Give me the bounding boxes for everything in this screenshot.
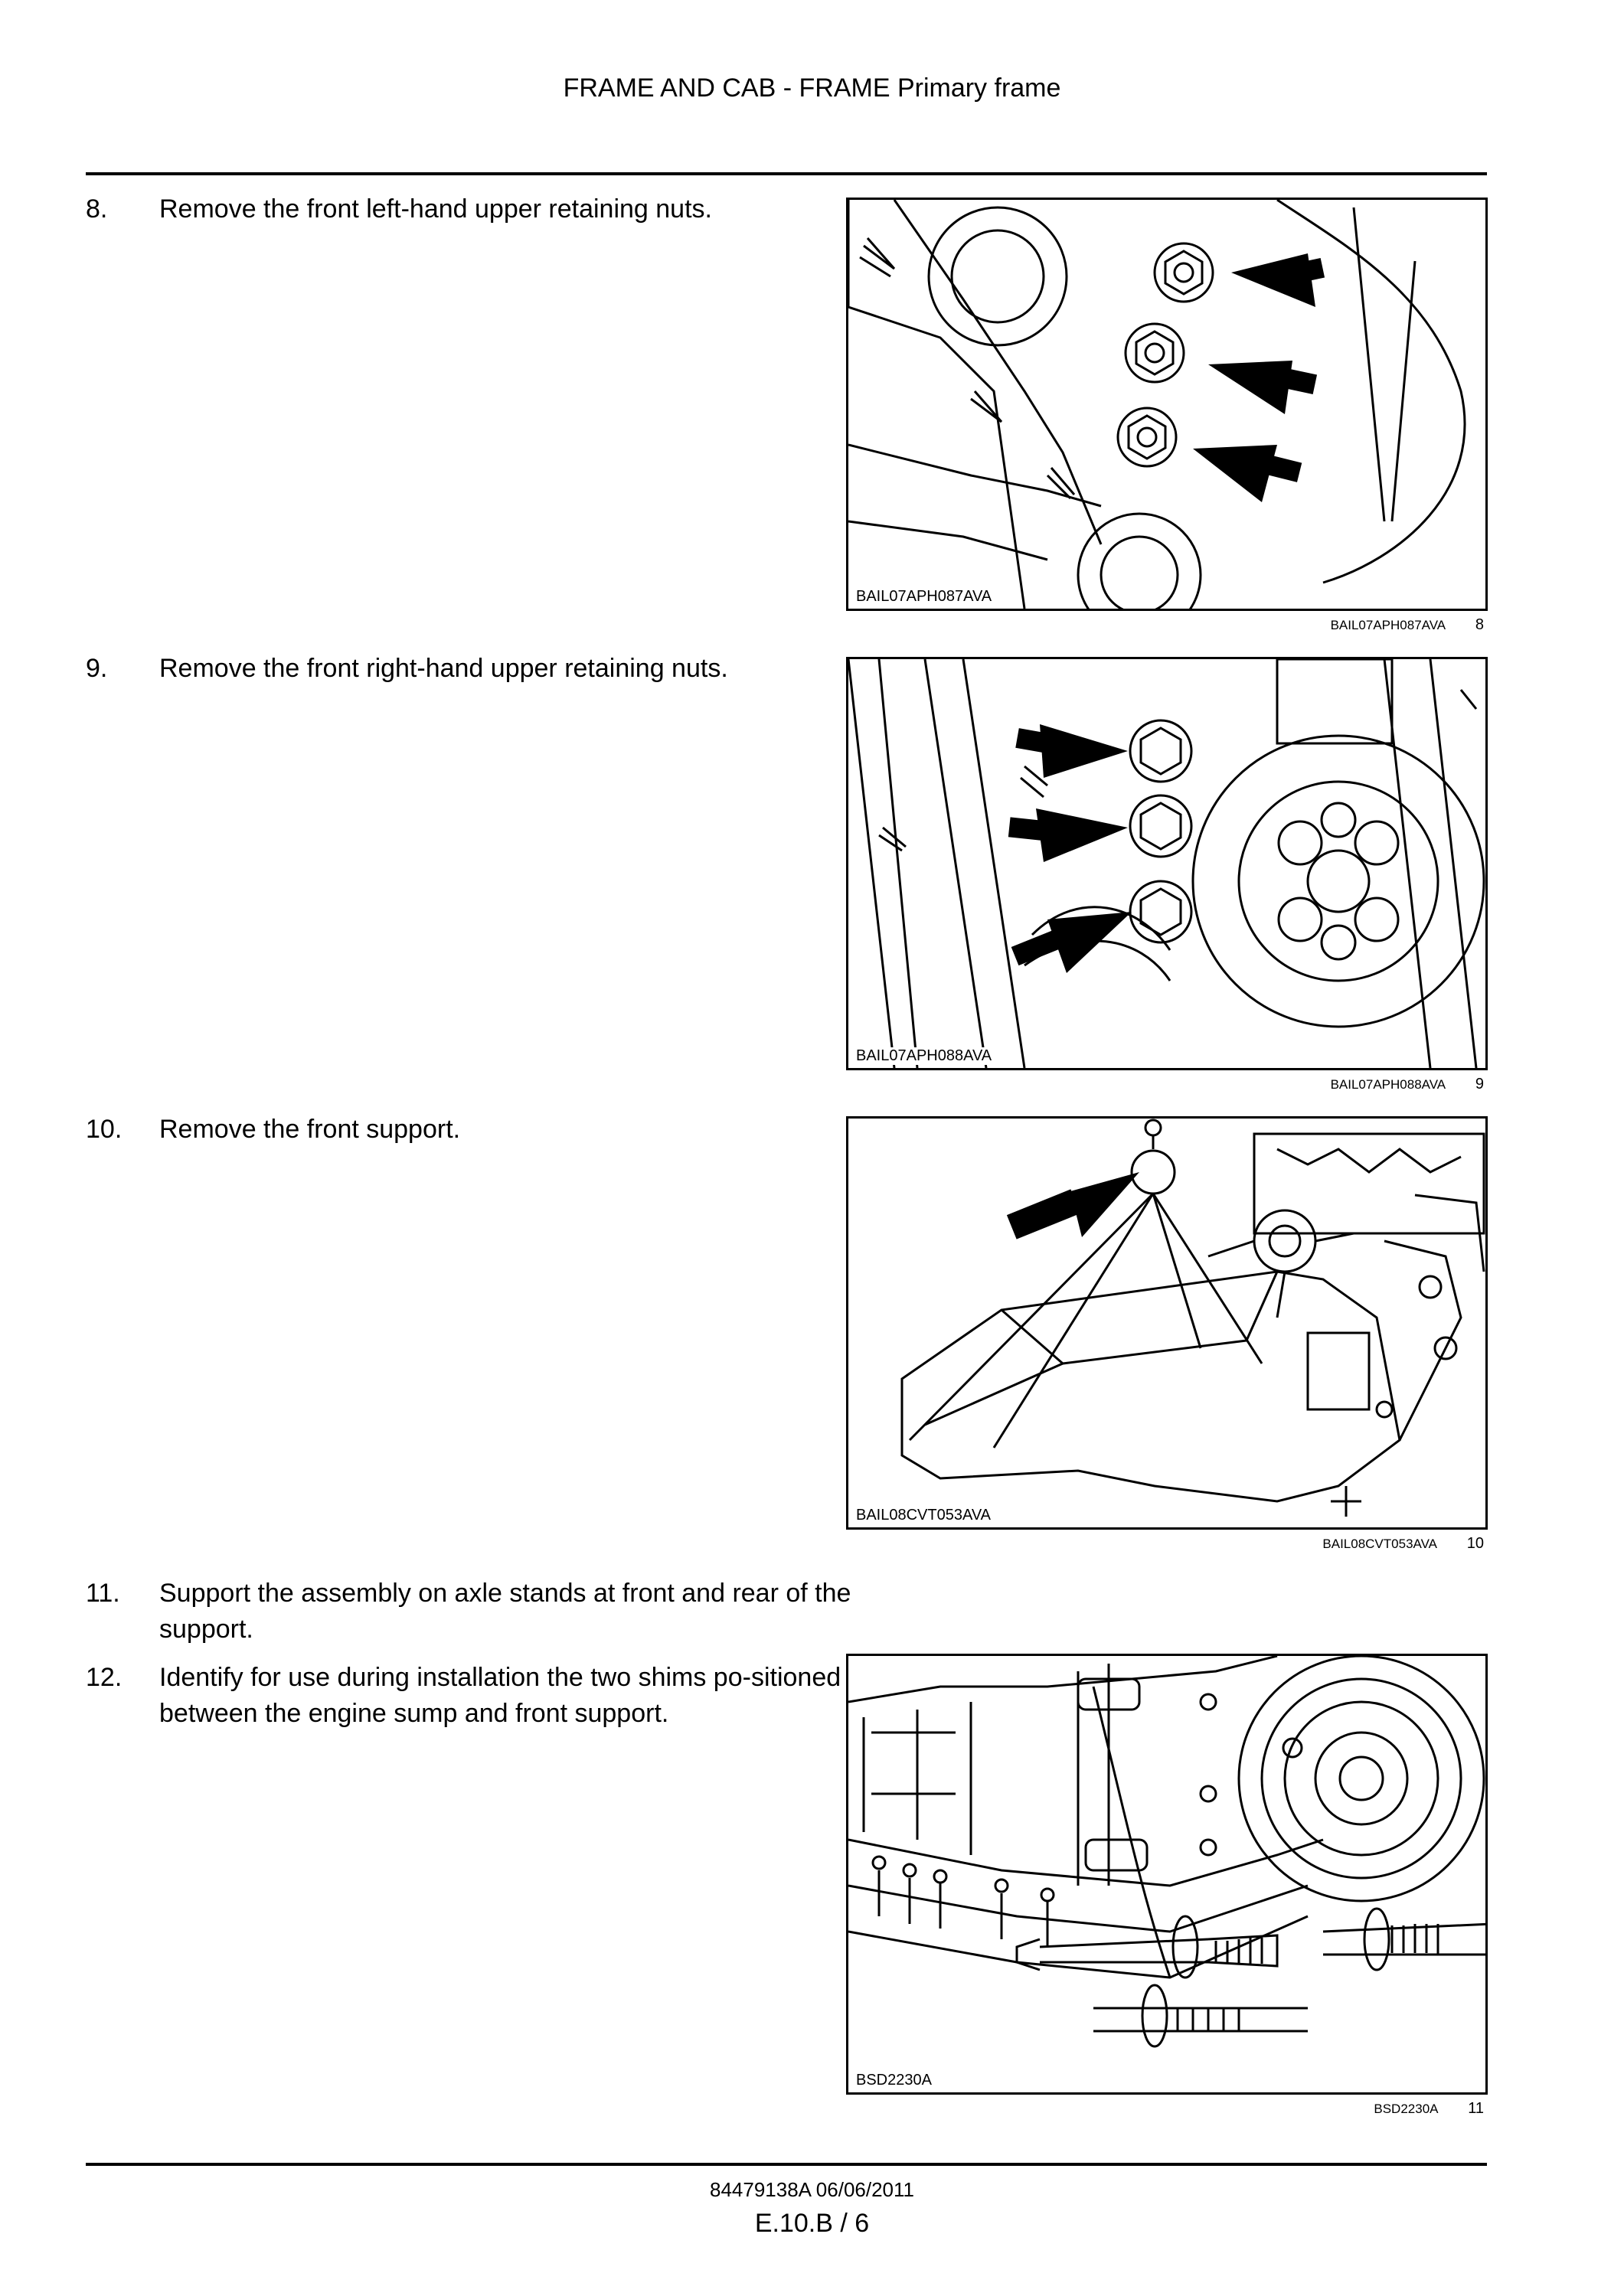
step-text: Support the assembly on axle stands at f… [159,1579,851,1644]
figure-inner-label: BAIL07APH087AVA [853,588,995,606]
figure-caption-number: 8 [1475,616,1484,633]
header-rule [86,172,1487,175]
figure-9-caption: BAIL07APH088AVA 9 [1331,1076,1484,1093]
engine-sump-shims-illustration [848,1656,1485,2048]
figure-8: BAIL07APH087AVA [846,198,1488,611]
engine-nuts-left-illustration [848,200,1466,609]
figure-11-caption: BSD2230A 11 [1374,2100,1484,2118]
figure-caption-code: BAIL08CVT053AVA [1322,1537,1438,1551]
figure-10: BAIL08CVT053AVA [846,1116,1488,1530]
step-text: Identify for use during installation the… [159,1663,841,1728]
engine-nuts-right-illustration [848,659,1485,1068]
step-number: 10. [86,1115,123,1144]
step-text: Remove the front support. [159,1115,461,1144]
step-number: 11. [86,1579,120,1608]
figure-inner-label: BSD2230A [853,2072,935,2089]
figure-caption-code: BAIL07APH087AVA [1330,618,1446,632]
step-number: 12. [86,1663,123,1692]
footer-document-code: 84479138A 06/06/2011 [709,2178,914,2201]
figure-inner-label: BAIL08CVT053AVA [853,1507,995,1524]
figure-9: BAIL07APH088AVA [846,657,1488,1070]
step-text: Remove the front left-hand upper retaini… [159,194,712,224]
figure-caption-number: 11 [1468,2100,1484,2117]
figure-caption-code: BAIL07APH088AVA [1330,1077,1446,1092]
step-number: 9. [86,654,108,683]
step-text: Remove the front right-hand upper retain… [159,654,728,683]
figure-caption-number: 9 [1475,1076,1484,1092]
step-number: 8. [86,194,108,224]
figure-inner-label: BAIL07APH088AVA [853,1047,995,1065]
footer-rule [86,2163,1487,2166]
figure-caption-number: 10 [1466,1535,1484,1552]
figure-11: BSD2230A [846,1654,1488,2095]
page-header-title: FRAME AND CAB - FRAME Primary frame [563,73,1061,103]
footer-page-number: E.10.B / 6 [754,2209,870,2238]
figure-8-caption: BAIL07APH087AVA 8 [1331,616,1484,634]
figure-10-caption: BAIL08CVT053AVA 10 [1322,1535,1484,1553]
front-support-lifting-illustration [900,1119,1485,1517]
figure-caption-code: BSD2230A [1374,2102,1439,2116]
